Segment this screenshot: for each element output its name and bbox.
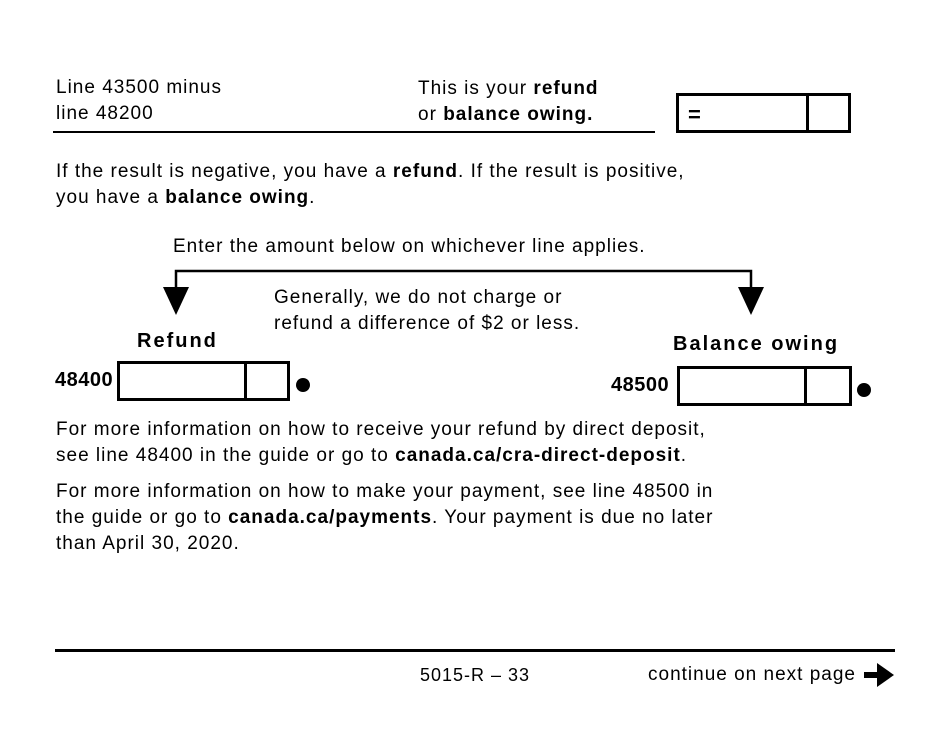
- calc-result-owing-text: balance owing.: [443, 104, 594, 125]
- explanation-refund-text: refund: [392, 161, 459, 182]
- next-page-arrow-icon: [864, 663, 894, 687]
- footer-continue: continue on next page: [648, 662, 895, 688]
- direct-deposit-text2: .: [680, 445, 688, 466]
- calc-left-label: Line 43500 minus line 48200: [56, 75, 222, 127]
- result-amount-box[interactable]: =: [676, 93, 851, 133]
- refund-amount-box[interactable]: [117, 361, 290, 401]
- equals-sign: =: [688, 102, 701, 127]
- direct-deposit-info-line1: For more information on how to receive y…: [56, 419, 706, 440]
- payment-info-line3: than April 30, 2020.: [56, 533, 240, 554]
- footer-page-number: 5015-R – 33: [420, 665, 531, 685]
- balance-owing-dollars-cell[interactable]: [680, 369, 804, 403]
- balance-owing-cents-cell[interactable]: [804, 369, 849, 403]
- footer-continue-text: continue on next page: [648, 664, 856, 685]
- payment-info: For more information on how to make your…: [56, 479, 713, 557]
- calc-underline: [53, 131, 655, 133]
- refund-amount-cents-cell[interactable]: [244, 364, 287, 398]
- calc-left-label-line1: Line 43500 minus: [56, 77, 222, 98]
- balance-owing-line-number: 48500: [611, 374, 670, 396]
- explanation-text2: . If the result is positive,: [458, 161, 685, 182]
- calc-left-label-line2: line 48200: [56, 103, 154, 124]
- explanation-owing-text: balance owing: [165, 187, 310, 208]
- direct-deposit-url: canada.ca/cra-direct-deposit: [395, 445, 681, 466]
- direct-deposit-info-line2: see line 48400 in the guide or go to can…: [56, 443, 706, 469]
- calc-result-text2: or: [418, 104, 444, 125]
- explanation-text: If the result is negative, you have a: [56, 161, 393, 182]
- balance-owing-bullet-dot: [857, 383, 871, 397]
- payment-info-line1: For more information on how to make your…: [56, 481, 714, 502]
- refund-label: Refund: [137, 330, 218, 352]
- tolerance-note: Generally, we do not charge or refund a …: [274, 285, 580, 337]
- result-explanation-line1: If the result is negative, you have a re…: [56, 159, 685, 185]
- calc-result-label: This is your refund or balance owing.: [418, 76, 599, 128]
- payment-text2: . Your payment is due no later: [432, 507, 714, 528]
- explanation-text4: .: [309, 187, 316, 208]
- footer-divider: [55, 649, 895, 652]
- calc-result-text: This is your: [418, 78, 534, 99]
- tolerance-note-line1: Generally, we do not charge or: [274, 287, 563, 308]
- calc-result-label-line2: or balance owing.: [418, 102, 599, 128]
- explanation-text3: you have a: [56, 187, 166, 208]
- balance-owing-label: Balance owing: [673, 333, 840, 355]
- result-amount-cents-cell[interactable]: [806, 96, 848, 130]
- calc-result-label-line1: This is your refund: [418, 76, 599, 102]
- refund-bullet-dot: [296, 378, 310, 392]
- branch-arrows-bracket: [163, 269, 764, 315]
- refund-amount-dollars-cell[interactable]: [120, 364, 244, 398]
- result-explanation: If the result is negative, you have a re…: [56, 159, 685, 211]
- direct-deposit-text: see line 48400 in the guide or go to: [56, 445, 396, 466]
- payment-url: canada.ca/payments: [228, 507, 433, 528]
- calc-result-refund-text: refund: [533, 78, 599, 99]
- enter-amount-instruction: Enter the amount below on whichever line…: [173, 236, 646, 257]
- result-amount-dollars-cell[interactable]: =: [679, 96, 806, 130]
- tolerance-note-line2: refund a difference of $2 or less.: [274, 313, 581, 334]
- direct-deposit-info: For more information on how to receive y…: [56, 417, 706, 469]
- refund-line-number: 48400: [55, 369, 114, 391]
- payment-text: the guide or go to: [56, 507, 229, 528]
- payment-info-line2: the guide or go to canada.ca/payments. Y…: [56, 505, 713, 531]
- result-explanation-line2: you have a balance owing.: [56, 185, 685, 211]
- balance-owing-amount-box[interactable]: [677, 366, 852, 406]
